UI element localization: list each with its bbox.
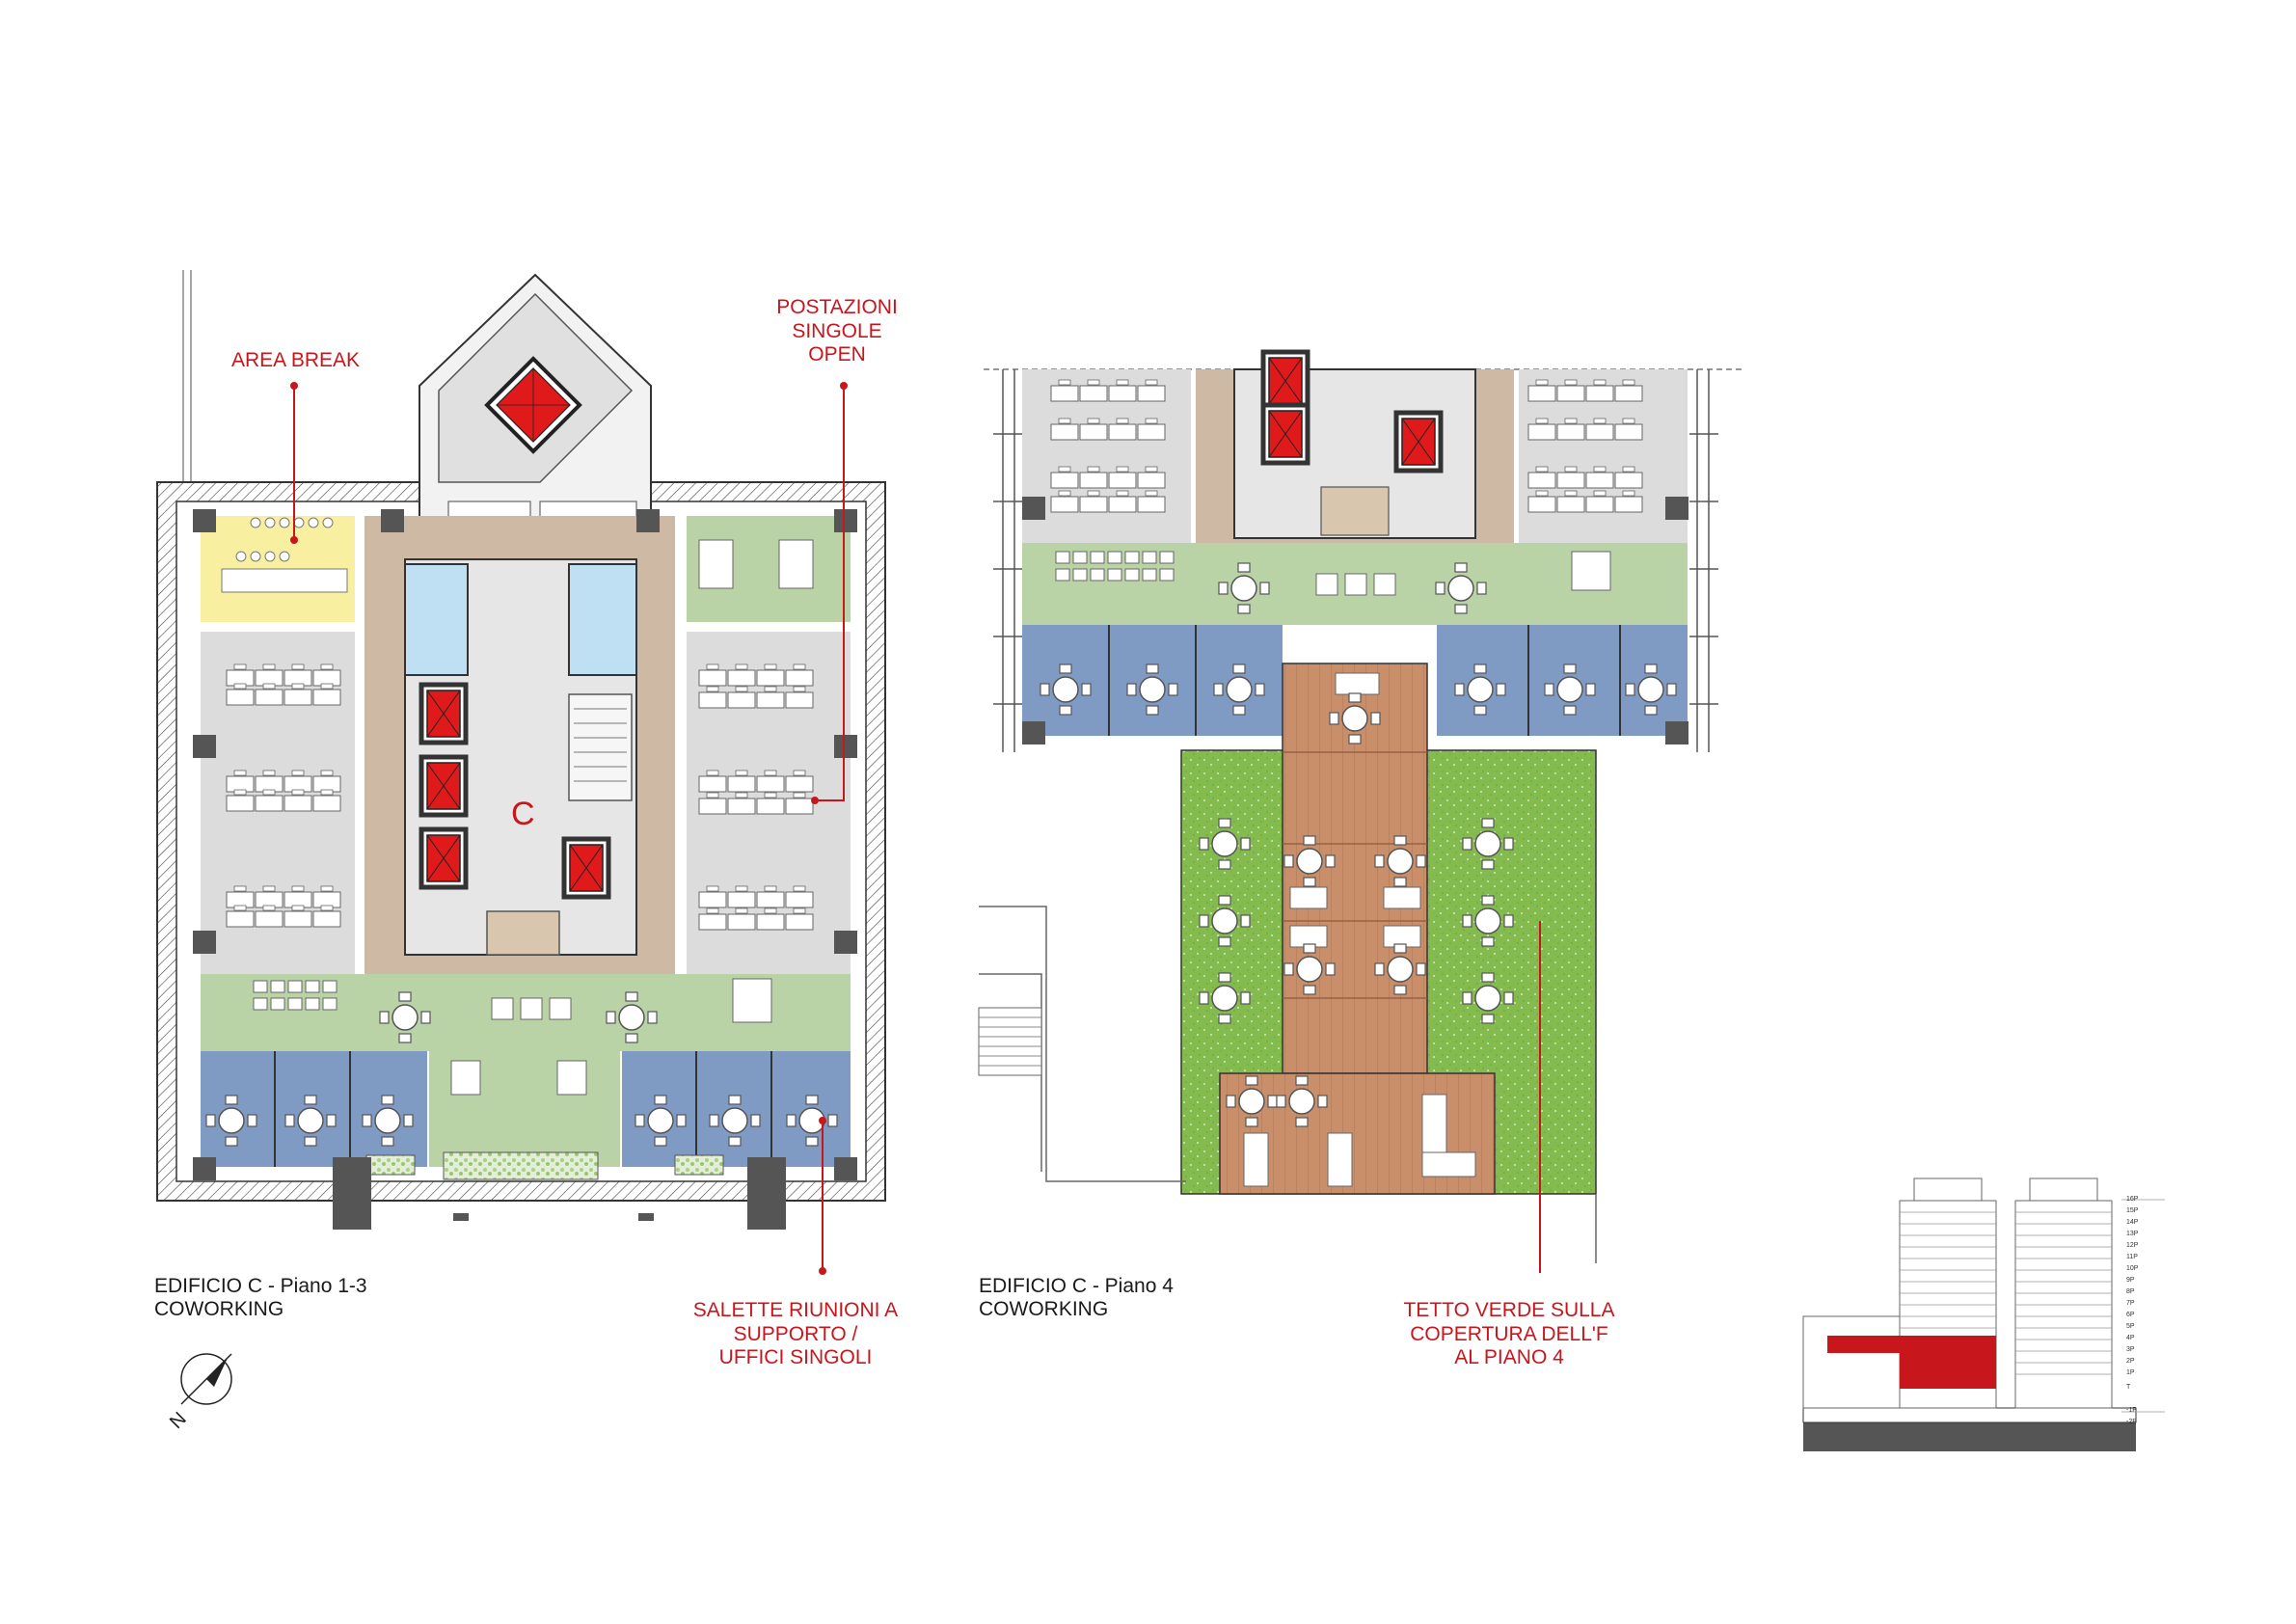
lift-3 (421, 829, 466, 887)
floor-plan-piano-1-3: C (156, 270, 886, 1275)
floor-label-t: T (2126, 1384, 2131, 1391)
floor-label-m1p: -1P (2126, 1407, 2137, 1414)
floor-label-5p: 5P (2126, 1323, 2135, 1330)
floor-label-12p: 12P (2126, 1242, 2139, 1249)
lift-2 (421, 757, 466, 815)
callout-salette-line3: UFFICI SINGOLI (719, 1346, 873, 1368)
compass-north-label: N (166, 1408, 191, 1433)
callout-tetto-line2: COPERTURA DELL'F (1410, 1323, 1608, 1345)
floor-label-1p: 1P (2126, 1369, 2135, 1376)
floor-label-10p: 10P (2126, 1265, 2139, 1272)
floor-label-m2p: -2P (2126, 1419, 2137, 1425)
wc-left (404, 563, 469, 676)
floor-label-14p: 14P (2126, 1219, 2139, 1226)
wc-right (568, 563, 637, 676)
floor-label-3p: 3P (2126, 1346, 2135, 1353)
callout-postazioni-line2: SINGOLE (792, 320, 881, 342)
floor-label-15p: 15P (2126, 1207, 2139, 1214)
lift-4 (564, 839, 608, 897)
section-floor-labels: 16P 15P 14P 13P 12P 11P 10P 9P 8P 7P 6P … (2126, 1196, 2139, 1425)
compass-icon (180, 1353, 232, 1405)
plan1-title-line2: COWORKING (154, 1298, 284, 1320)
floor-label-9p: 9P (2126, 1277, 2135, 1284)
lift-1 (421, 685, 466, 743)
floor-label-8p: 8P (2126, 1288, 2135, 1295)
callout-postazioni-line3: OPEN (808, 343, 866, 365)
floor-plan-piano-4 (978, 352, 1745, 1273)
callout-salette-line1: SALETTE RIUNIONI A (693, 1299, 898, 1321)
highlight-building-c (1900, 1336, 1996, 1389)
plan2-title-line1: EDIFICIO C - Piano 4 (979, 1275, 1174, 1297)
plan1-title-line1: EDIFICIO C - Piano 1-3 (154, 1275, 367, 1297)
floor-label-16p: 16P (2126, 1196, 2139, 1203)
callout-area-break: AREA BREAK (231, 349, 360, 371)
plan2-title-line2: COWORKING (979, 1298, 1108, 1320)
callout-tetto-line1: TETTO VERDE SULLA (1403, 1299, 1614, 1321)
callout-tetto-line3: AL PIANO 4 (1454, 1346, 1564, 1368)
callout-salette-line2: SUPPORTO / (734, 1323, 858, 1345)
highlight-floor-4-link (1827, 1336, 1900, 1353)
floor-label-11p: 11P (2126, 1254, 2138, 1260)
floor-label-6p: 6P (2126, 1312, 2135, 1318)
stairwell (568, 693, 633, 801)
core-letter: C (511, 796, 535, 832)
floor-label-4p: 4P (2126, 1335, 2135, 1341)
callout-postazioni-line1: POSTAZIONI (776, 296, 898, 318)
floor-label-7p: 7P (2126, 1300, 2135, 1307)
floor-label-2p: 2P (2126, 1358, 2135, 1365)
building-section-key (1802, 1177, 2165, 1451)
floor-label-13p: 13P (2126, 1231, 2139, 1237)
